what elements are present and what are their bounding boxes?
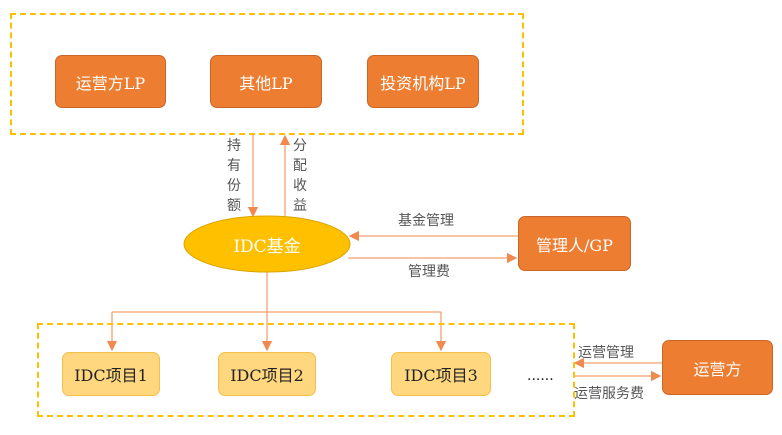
operation-management-label: 运营管理: [578, 345, 634, 361]
projects-group: [37, 323, 575, 417]
hold-shares-label: 持有份额: [227, 138, 241, 214]
fund-node[interactable]: IDC基金: [233, 236, 301, 257]
project-3[interactable]: IDC项目3: [391, 352, 491, 396]
fund-ellipse: [183, 215, 351, 273]
investor-operator-lp[interactable]: 运营方LP: [55, 55, 166, 108]
investors-group: [10, 13, 524, 135]
project-2[interactable]: IDC项目2: [218, 352, 316, 396]
operation-service-fee-label: 运营服务费: [574, 386, 644, 402]
more-projects-ellipsis: ......: [527, 368, 554, 384]
fund-management-label: 基金管理: [398, 213, 454, 229]
distribute-returns-label: 分配收益: [293, 138, 307, 214]
investor-institution-lp[interactable]: 投资机构LP: [367, 55, 479, 108]
management-fee-label: 管理费: [408, 264, 450, 280]
operator-node[interactable]: 运营方: [662, 340, 773, 395]
manager-gp-node[interactable]: 管理人/GP: [518, 216, 631, 271]
investor-other-lp[interactable]: 其他LP: [210, 55, 322, 108]
project-1[interactable]: IDC项目1: [62, 352, 160, 396]
